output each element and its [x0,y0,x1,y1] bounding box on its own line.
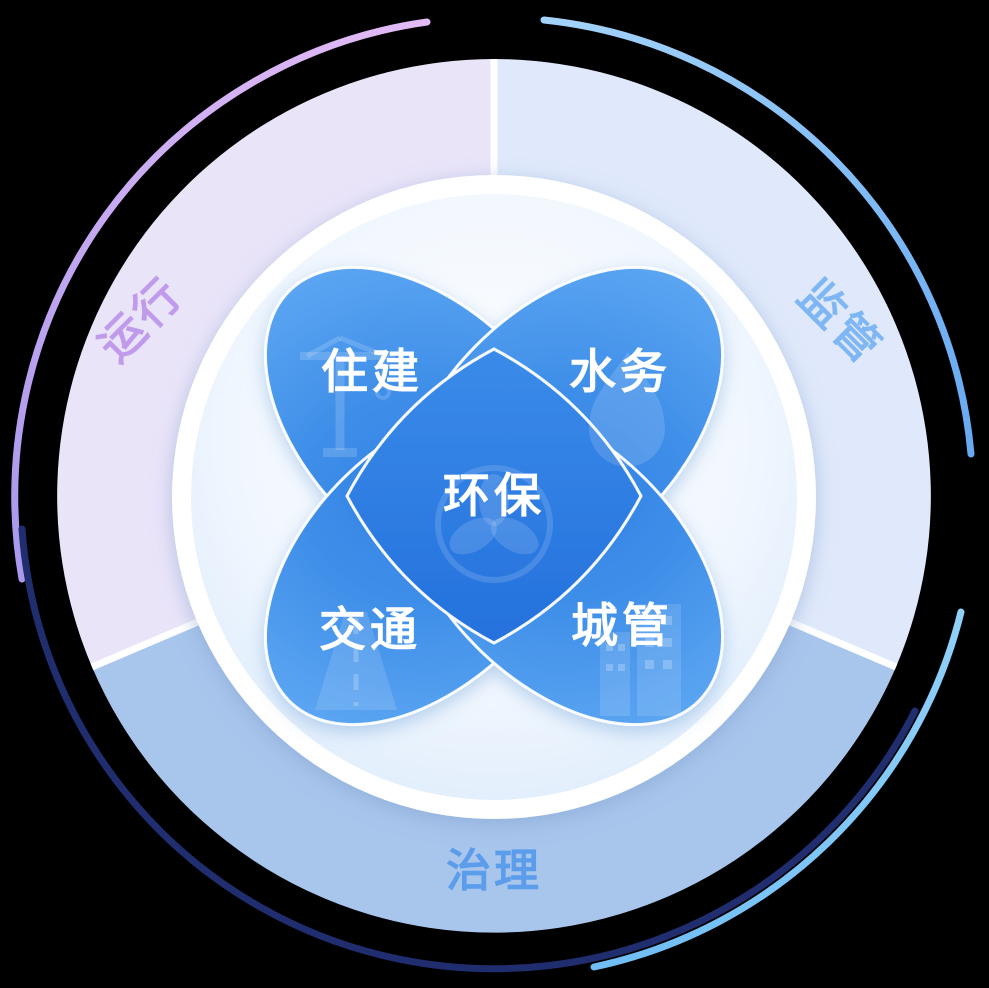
crane-icon [300,335,395,457]
road-icon [315,612,397,710]
sector-label-governance: 治理 [446,845,542,896]
center-label-environment: 环保 [443,469,545,522]
petal-label-transport: 交通 [319,603,421,656]
eco-fan-icon [435,465,553,583]
petal-group [263,265,725,727]
outer-arc-ring [11,16,975,973]
watermark-icons [300,335,681,716]
outer-arc-top-right [540,16,975,458]
petal-label-water: 水务 [569,345,671,398]
petal-label-city-mgmt: 城管 [571,599,673,652]
water-drop-icon [589,352,665,467]
outer-arc-bottom-navy [18,525,919,973]
petal-labels: 住建 水务 交通 城管 环保 [319,345,673,656]
petal-label-housing: 住建 [321,345,423,398]
outer-arc-top-left [11,18,431,583]
outer-arc-bottom-right [590,608,965,971]
buildings-icon [600,604,681,716]
center-diamond[interactable] [345,347,643,645]
